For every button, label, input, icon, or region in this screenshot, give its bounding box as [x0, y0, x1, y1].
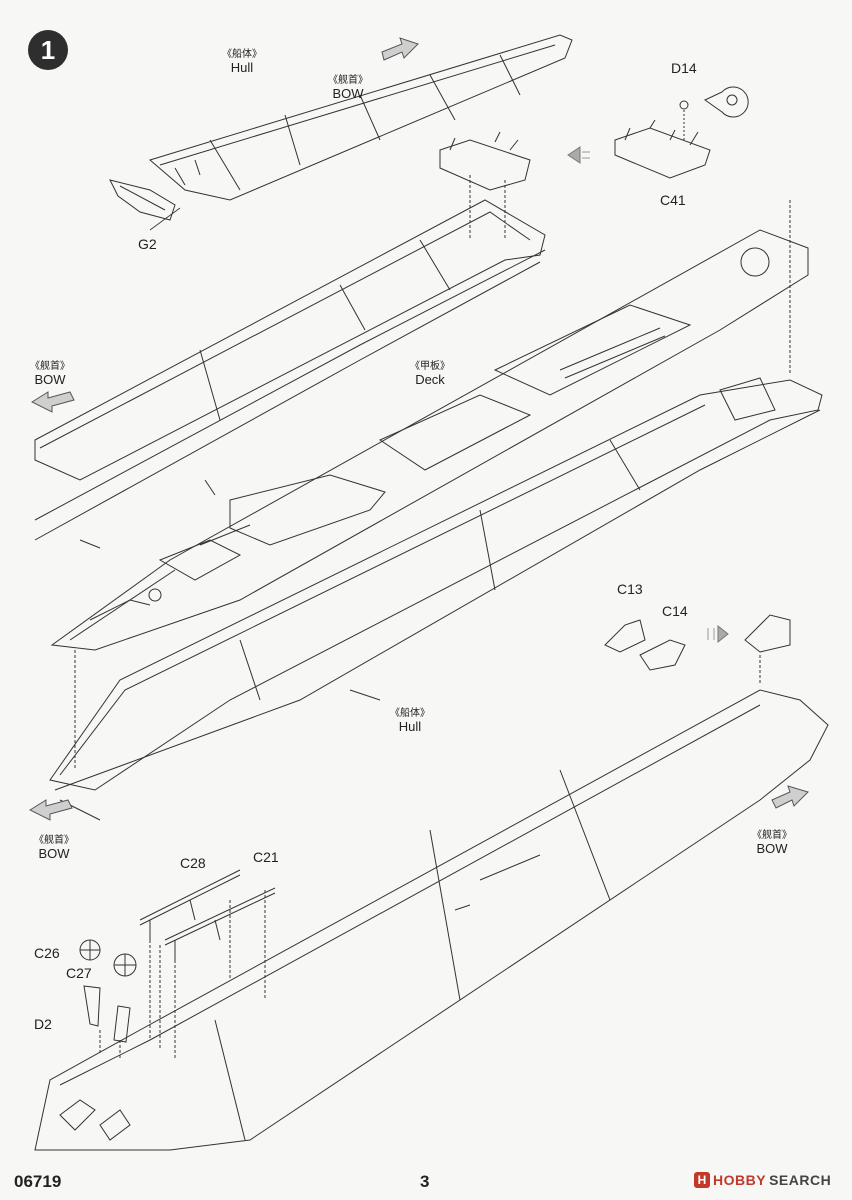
label-hull-mid-en: Hull — [398, 719, 422, 734]
part-label-c41: C41 — [660, 192, 686, 208]
label-bow-left-upper-cn: 《舰首》 — [30, 361, 70, 372]
brand-search-text: SEARCH — [769, 1172, 832, 1188]
arrow-right-icon — [771, 785, 809, 809]
watermark-logo: H HOBBY SEARCH — [694, 1170, 831, 1190]
propeller-c26 — [79, 939, 101, 961]
part-label-c21: C21 — [253, 849, 279, 865]
propeller-c27 — [113, 953, 137, 977]
hull-half-middle — [49, 200, 823, 821]
part-label-c26: C26 — [34, 945, 60, 961]
stern-bracket-part — [439, 131, 531, 240]
part-label-d14: D14 — [671, 60, 697, 76]
assembly-guide-lines — [149, 890, 266, 1060]
label-bow-left-lower-cn: 《舰首》 — [34, 835, 74, 846]
label-bow-top-cn: 《舰首》 — [328, 75, 368, 86]
rudder-d2 — [83, 985, 131, 1060]
dotted-arrow-right-icon — [707, 624, 729, 644]
callout-bubble-icon — [704, 86, 749, 118]
label-bow-left-upper-en: BOW — [34, 372, 66, 387]
label-hull-top: 《船体》 Hull — [222, 49, 262, 75]
shaft-c21 — [164, 887, 276, 960]
label-hull-top-cn: 《船体》 — [222, 49, 262, 60]
shaft-c28 — [139, 869, 241, 940]
label-bow-left-lower-en: BOW — [38, 846, 70, 861]
bow-hull-half-top — [148, 34, 573, 201]
sonar-dome-c13-c14 — [604, 614, 791, 685]
arrow-right-icon — [381, 37, 419, 61]
part-label-g2: G2 — [138, 236, 157, 252]
part-label-d2: D2 — [34, 1016, 52, 1032]
label-bow-top: 《舰首》 BOW — [328, 75, 368, 101]
brand-mark-icon: H — [694, 1172, 710, 1188]
label-bow-top-en: BOW — [332, 86, 364, 101]
brand-hobby-text: HOBBY — [713, 1172, 767, 1188]
label-deck: 《甲板》 Deck — [410, 361, 450, 387]
hull-half-upper — [34, 199, 546, 549]
deck-part — [50, 229, 809, 651]
part-label-c28: C28 — [180, 855, 206, 871]
part-label-c13: C13 — [617, 581, 643, 597]
label-deck-en: Deck — [415, 372, 445, 387]
label-bow-right-lower: 《舰首》 BOW — [752, 830, 792, 856]
step-number-badge: 1 — [28, 30, 68, 70]
label-bow-right-lower-cn: 《舰首》 — [752, 830, 792, 841]
label-hull-mid-cn: 《船体》 — [390, 708, 430, 719]
label-bow-left-upper: 《舰首》 BOW — [30, 361, 70, 387]
bow-plate-g2 — [109, 179, 181, 231]
page-number: 3 — [420, 1172, 430, 1191]
label-hull-mid: 《船体》 Hull — [390, 708, 430, 734]
part-label-c27: C27 — [66, 965, 92, 981]
arrow-left-icon — [28, 799, 73, 821]
dotted-arrow-left-icon — [567, 146, 590, 164]
bracket-c41 — [614, 100, 711, 179]
label-hull-top-en: Hull — [230, 60, 254, 75]
hull-lower — [34, 689, 829, 1151]
label-bow-right-lower-en: BOW — [756, 841, 788, 856]
arrow-left-icon — [30, 391, 75, 413]
label-deck-cn: 《甲板》 — [410, 361, 450, 372]
label-bow-left-lower: 《舰首》 BOW — [34, 835, 74, 861]
part-label-c14: C14 — [662, 603, 688, 619]
product-code: 06719 — [14, 1172, 62, 1191]
